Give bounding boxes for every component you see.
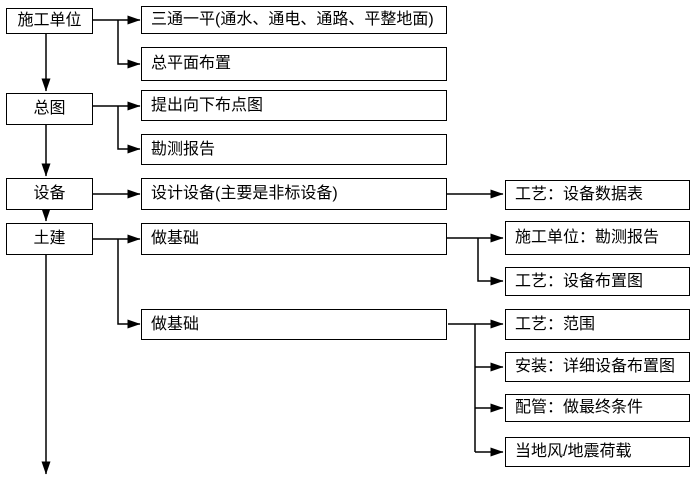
node-foundation-2: 做基础: [141, 309, 447, 340]
node-process-equipment-datasheet: 工艺：设备数据表: [505, 180, 690, 210]
edge-foundation1-to-equipment-layout: [477, 238, 504, 286]
node-general-plan: 总图: [6, 93, 93, 125]
node-equipment: 设备: [6, 178, 93, 210]
node-general-layout-plan: 总平面布置: [141, 47, 447, 81]
edge-civil-works-to-foundation-2: [117, 239, 141, 329]
node-downward-plot-plan: 提出向下布点图: [141, 90, 447, 121]
edge-construction-unit-to-general-layout: [117, 20, 141, 69]
node-piping-final-conditions: 配管：做最终条件: [505, 394, 690, 422]
node-process-scope: 工艺：范围: [505, 309, 690, 340]
node-three-supplies-one-leveling: 三通一平(通水、通电、通路、平整地面): [141, 6, 447, 34]
node-foundation-1: 做基础: [141, 223, 447, 255]
node-design-equipment: 设计设备(主要是非标设备): [141, 178, 447, 210]
edge-general-plan-to-survey-report: [117, 106, 141, 154]
node-civil-works: 土建: [6, 223, 93, 255]
node-installation-detailed-equipment-layout: 安装：详细设备布置图: [505, 352, 690, 382]
node-process-equipment-layout: 工艺：设备布置图: [505, 267, 690, 296]
node-construction-unit: 施工单位: [6, 8, 93, 34]
node-construction-unit-survey-report: 施工单位：勘测报告: [505, 221, 690, 255]
node-local-wind-seismic-loads: 当地风/地震荷载: [505, 437, 690, 467]
node-survey-report: 勘测报告: [141, 134, 447, 165]
